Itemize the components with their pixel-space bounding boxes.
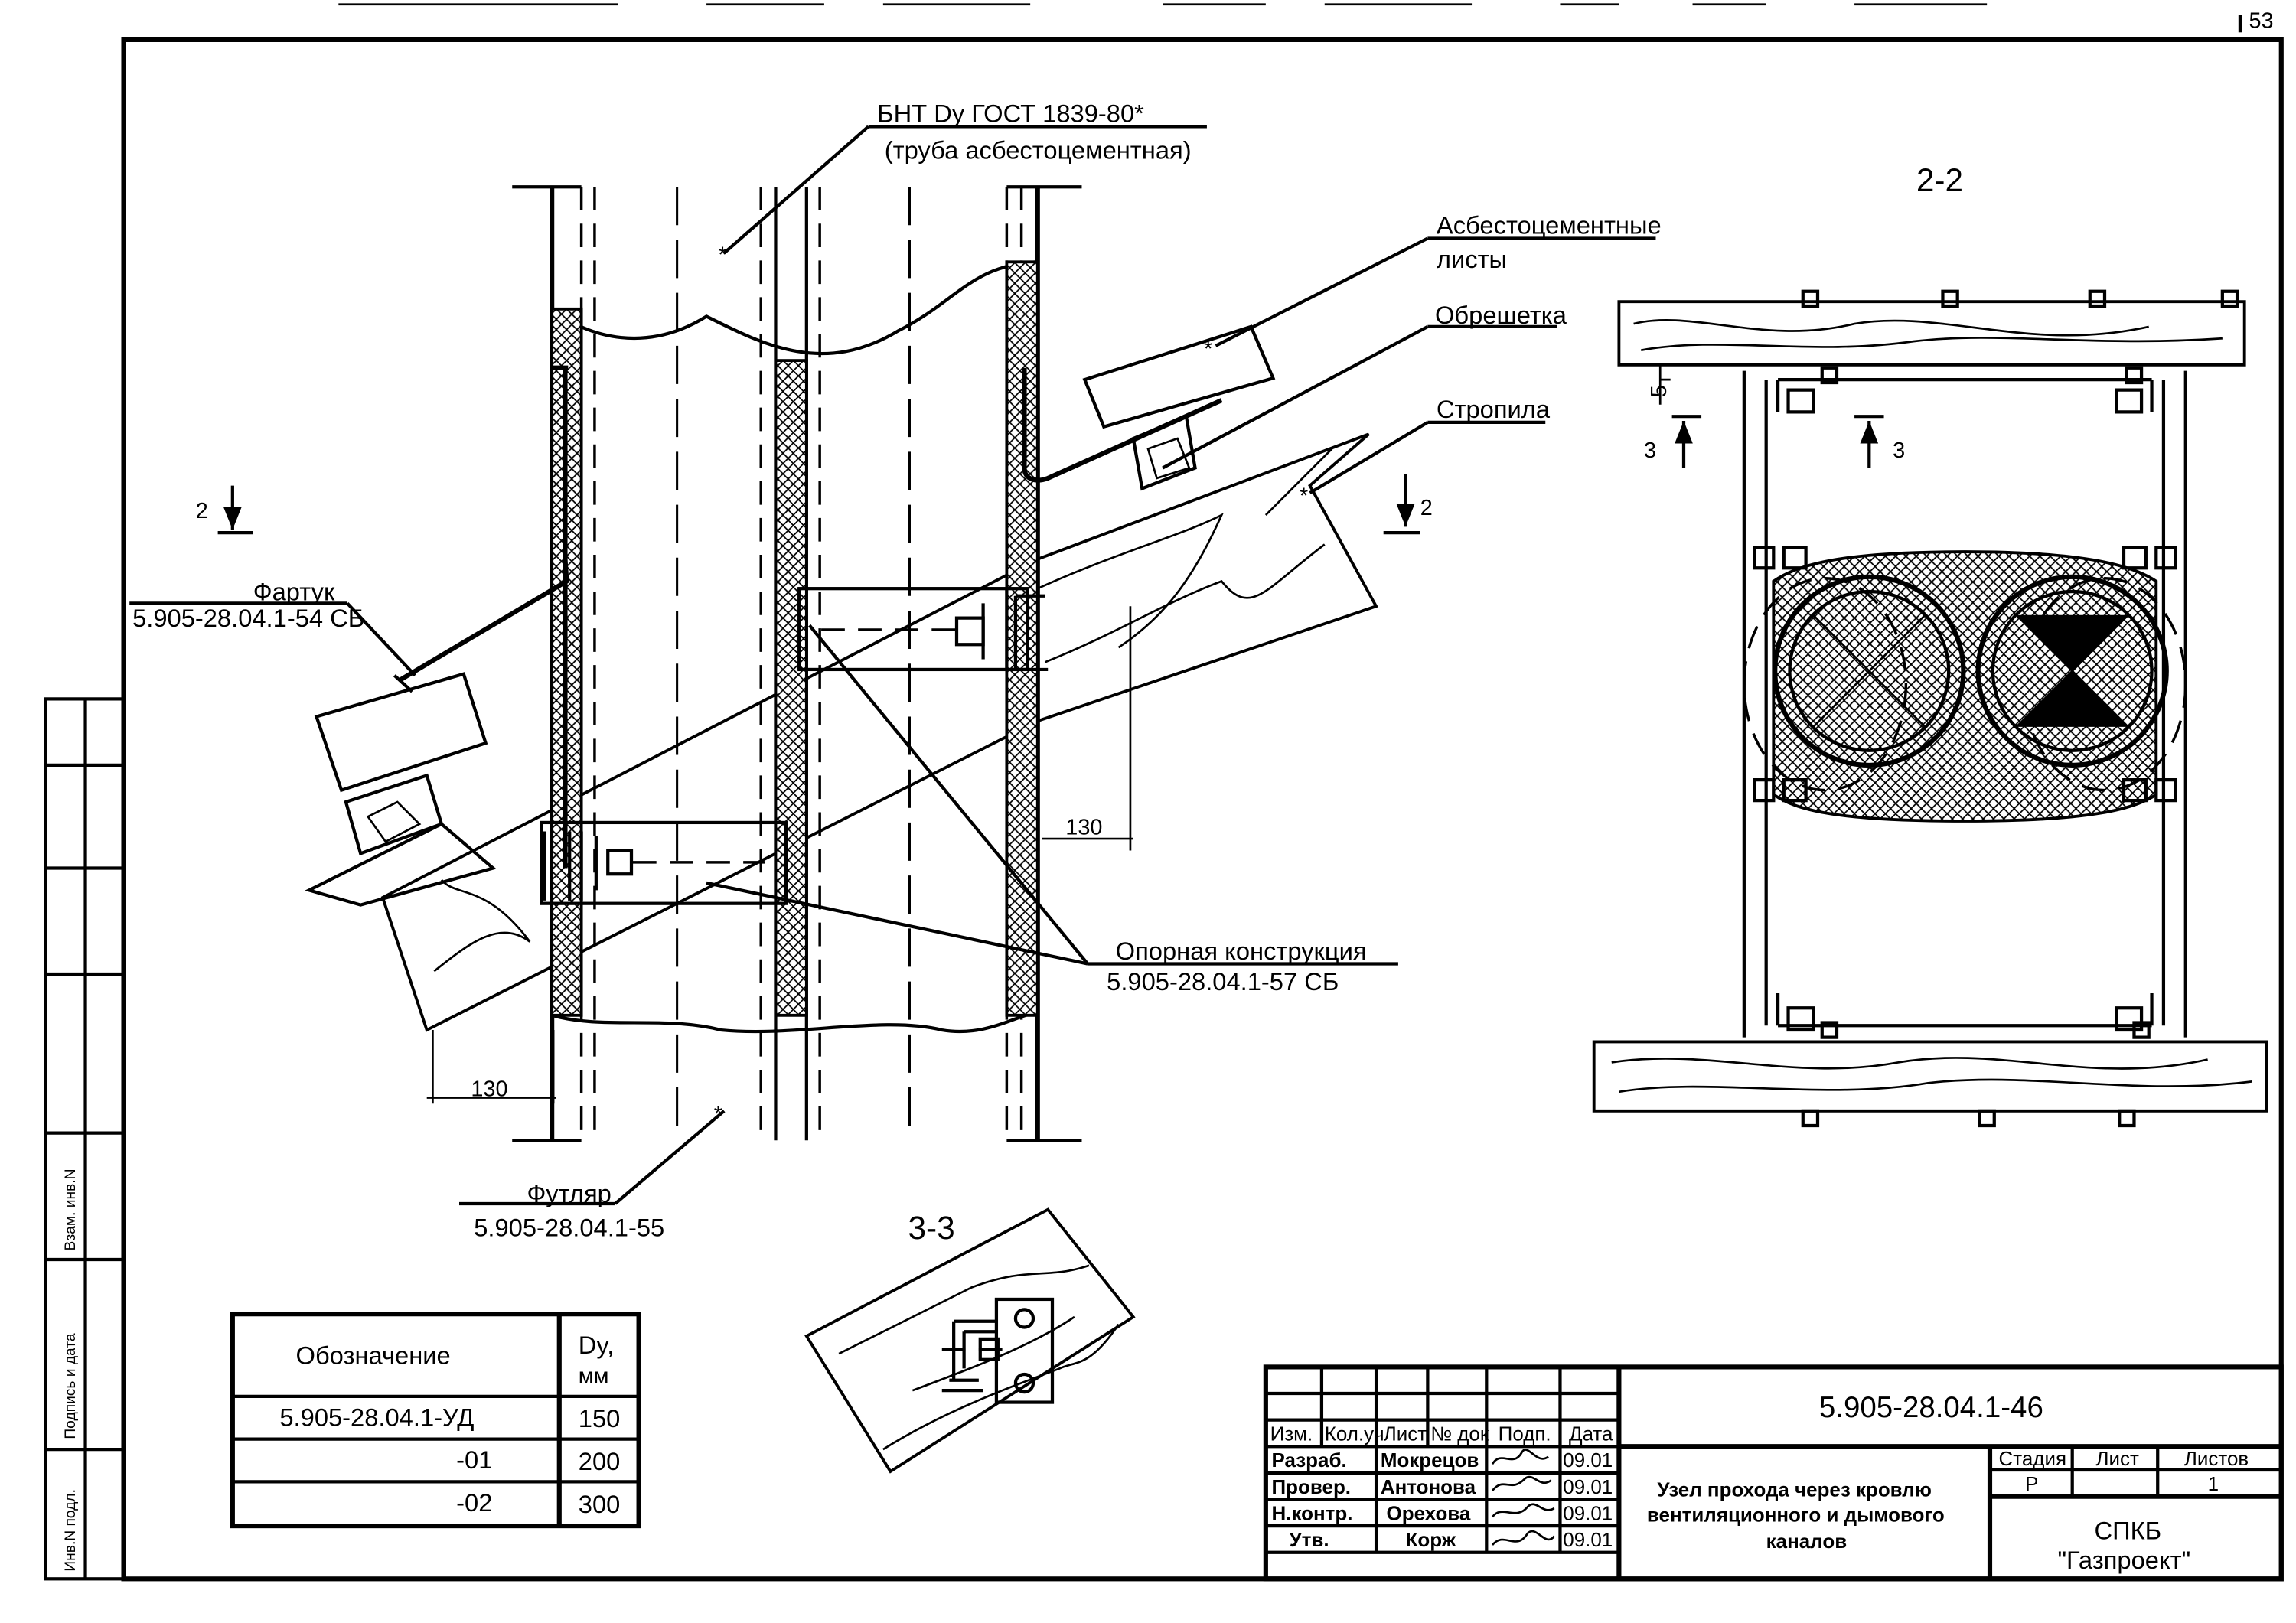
table-row-dy: 300: [579, 1490, 621, 1518]
title-line-2: вентиляционного и дымового: [1647, 1503, 1945, 1526]
signer-date: 09.01: [1563, 1449, 1613, 1471]
callout-sheets-2: листы: [1437, 245, 1507, 273]
svg-text:*: *: [714, 1102, 722, 1126]
svg-text:Лист: Лист: [2095, 1447, 2139, 1470]
table-header-dy-unit: мм: [579, 1364, 609, 1389]
callout-pipe-gost: БНТ Dy ГОСТ 1839-80*: [877, 99, 1144, 128]
svg-text:*: *: [718, 243, 726, 267]
section-marker-2-left: [218, 485, 253, 533]
callout-pipe-desc: (труба асбестоцементная): [885, 136, 1192, 165]
dim-130-right: 130: [1065, 815, 1102, 839]
stamp-inv-podl: Инв.N подл.: [63, 1489, 79, 1572]
callout-apron-2: 5.905-28.04.1-54 СБ: [132, 604, 364, 632]
table-row-dy: 200: [579, 1447, 621, 1475]
svg-text:Подп.: Подп.: [1499, 1423, 1551, 1445]
side-stamp: Инв.N подл. Подпись и дата Взам. инв.N: [44, 697, 126, 1581]
section-2-2: [1592, 289, 2268, 1128]
table-header-dy: Dy,: [579, 1331, 615, 1359]
support-bracket-left: [540, 820, 788, 905]
designation-table: [230, 1312, 641, 1529]
stamp-podpis-data: Подпись и дата: [63, 1333, 79, 1439]
signer-name: Мокрецов: [1381, 1449, 1479, 1471]
svg-text:2: 2: [196, 499, 208, 523]
svg-text:Р: Р: [2025, 1472, 2038, 1495]
signer-role: Провер.: [1272, 1475, 1351, 1498]
signer-role: Утв.: [1290, 1528, 1329, 1551]
table-header-designation: Обозначение: [296, 1341, 451, 1370]
page-number: 53: [2238, 9, 2274, 34]
section-3-3: [804, 1207, 1136, 1474]
title-line-1: Узел прохода через кровлю: [1657, 1478, 1932, 1501]
asbestos-sheets-left: [314, 672, 488, 793]
svg-text:1: 1: [2208, 1472, 2219, 1495]
svg-text:53: 53: [2249, 9, 2273, 34]
title-block: [1263, 1364, 2284, 1582]
signer-date: 09.01: [1563, 1528, 1613, 1551]
signatures: [1491, 1449, 1555, 1546]
table-row-designation: -02: [456, 1488, 492, 1517]
dimension-lines: [426, 606, 1133, 1104]
support-bracket-right: [797, 587, 1049, 672]
signer-name: Корж: [1406, 1528, 1456, 1551]
callout-sleeve-1: Футляр: [527, 1179, 611, 1207]
dim-130-left: 130: [471, 1077, 507, 1102]
table-row-designation: -01: [456, 1445, 492, 1474]
svg-text:Листов: Листов: [2184, 1447, 2249, 1470]
callout-sheets-1: Асбестоцементные: [1437, 211, 1662, 240]
signer-role: Н.контр.: [1272, 1501, 1353, 1524]
svg-text:Дата: Дата: [1569, 1423, 1613, 1445]
svg-text:3: 3: [1893, 438, 1905, 463]
org-name: СПКБ: [2095, 1516, 2162, 1544]
signer-name: Орехова: [1387, 1501, 1471, 1524]
doc-code: 5.905-28.04.1-46: [1819, 1391, 2043, 1424]
svg-text:Лист: Лист: [1384, 1423, 1427, 1445]
rafter-timber: [380, 432, 1378, 1032]
callout-apron-1: Фартук: [253, 578, 335, 606]
svg-text:2: 2: [1420, 496, 1433, 520]
signer-date: 09.01: [1563, 1501, 1613, 1524]
asbestos-sheets-right: [1082, 324, 1276, 429]
svg-text:№ док: № док: [1430, 1423, 1489, 1445]
section-3-3-title: 3-3: [908, 1210, 955, 1246]
callout-support-2: 5.905-28.04.1-57 СБ: [1107, 967, 1339, 996]
svg-text:Изм.: Изм.: [1270, 1423, 1313, 1445]
callout-lathing: Обрешетка: [1435, 301, 1567, 329]
section-2-2-title: 2-2: [1916, 162, 1963, 198]
svg-text:*: *: [1204, 337, 1212, 361]
signer-name: Антонова: [1381, 1475, 1476, 1498]
signer-date: 09.01: [1563, 1475, 1613, 1498]
callout-support-1: Опорная конструкция: [1116, 937, 1367, 965]
callout-leaders: [129, 125, 1656, 1206]
callout-sleeve-2: 5.905-28.04.1-55: [474, 1213, 664, 1241]
svg-text:Кол.уч: Кол.уч: [1325, 1423, 1384, 1445]
signer-role: Разраб.: [1272, 1449, 1347, 1471]
svg-text:Стадия: Стадия: [1999, 1447, 2066, 1470]
section-marker-2-right: [1384, 474, 1420, 533]
table-row-designation: 5.905-28.04.1-УД: [279, 1403, 474, 1431]
svg-text:*: *: [1300, 484, 1308, 509]
stamp-vzam-inv: Взам. инв.N: [63, 1169, 79, 1251]
title-line-3: каналов: [1766, 1530, 1848, 1553]
table-row-dy: 150: [579, 1404, 621, 1432]
callout-rafters: Стропила: [1437, 395, 1551, 423]
svg-text:3: 3: [1644, 438, 1656, 463]
main-section-view: [305, 185, 1378, 1142]
dim-5: 5: [1647, 385, 1671, 397]
lathing-left: [305, 773, 497, 907]
org-name-2: "Газпроект": [2057, 1546, 2190, 1574]
